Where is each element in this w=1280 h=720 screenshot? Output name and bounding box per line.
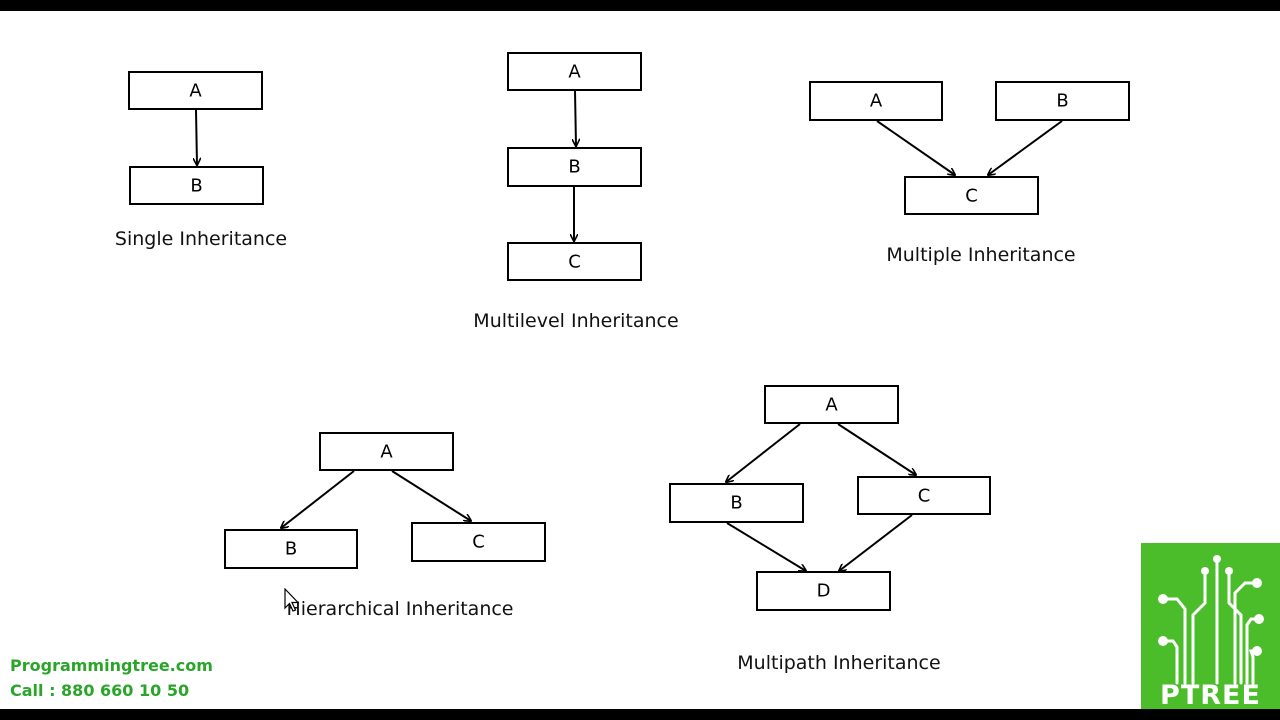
logo-text: PTREE	[1160, 680, 1261, 711]
edge-multipath-a-to-c	[837, 423, 916, 475]
node-label: B	[285, 539, 297, 560]
edge-multiple-b-to-c	[988, 120, 1063, 175]
node-label: C	[918, 486, 931, 507]
node-label: C	[965, 186, 978, 207]
node-label: A	[189, 81, 202, 102]
node-label: A	[568, 62, 581, 83]
node-label: D	[817, 581, 831, 602]
top-letterbox-bar	[0, 0, 1280, 11]
node-label: B	[568, 157, 580, 178]
caption-single-inheritance: Single Inheritance	[115, 228, 287, 250]
caption-hierarchical-inheritance: Hierarchical Inheritance	[286, 598, 513, 620]
mouse-cursor-icon	[284, 588, 300, 612]
multilevel-node-b: B	[507, 147, 642, 187]
caption-multiple-inheritance: Multiple Inheritance	[886, 244, 1075, 266]
edge-multilevel-a-to-b	[575, 90, 576, 146]
node-label: C	[568, 252, 581, 273]
multipath-inheritance-diagram: A B C D Multipath Inheritance	[669, 385, 991, 674]
caption-multilevel-inheritance: Multilevel Inheritance	[473, 310, 678, 332]
node-label: A	[380, 442, 393, 463]
edge-single-a-to-b	[196, 109, 197, 165]
multiple-node-b: B	[995, 81, 1130, 121]
node-label: C	[472, 532, 485, 553]
single-node-b: B	[129, 166, 264, 205]
single-inheritance-diagram: A B Single Inheritance	[115, 71, 287, 250]
hierarchical-node-a: A	[319, 432, 454, 471]
circuit-tree-icon	[1158, 555, 1264, 685]
multipath-node-c: C	[857, 476, 991, 515]
node-label: A	[870, 91, 883, 112]
node-label: B	[190, 176, 202, 197]
hierarchical-inheritance-diagram: A B C Hierarchical Inheritance	[224, 432, 546, 620]
edge-multipath-c-to-d	[839, 514, 913, 571]
multilevel-node-a: A	[507, 52, 642, 91]
multilevel-node-c: C	[507, 242, 642, 281]
multiple-node-a: A	[809, 81, 943, 121]
multipath-node-d: D	[756, 571, 891, 611]
ptree-logo: PTREE	[1141, 543, 1280, 711]
footer-call: Call : 880 660 10 50	[10, 681, 190, 700]
hierarchical-node-c: C	[411, 522, 546, 562]
edge-multipath-b-to-d	[726, 522, 806, 571]
footer-website: Programmingtree.com	[10, 656, 213, 675]
multiple-inheritance-diagram: A B C Multiple Inheritance	[809, 81, 1130, 266]
edge-multiple-a-to-c	[876, 120, 955, 175]
node-label: A	[825, 395, 838, 416]
node-label: B	[1056, 91, 1068, 112]
bottom-letterbox-bar	[0, 709, 1280, 720]
edge-multipath-a-to-b	[726, 423, 801, 482]
hierarchical-node-b: B	[224, 529, 358, 569]
multipath-node-b: B	[669, 483, 804, 523]
multilevel-inheritance-diagram: A B C Multilevel Inheritance	[473, 52, 679, 332]
node-label: B	[730, 493, 742, 514]
edge-hierarchical-a-to-c	[391, 470, 471, 521]
multipath-node-a: A	[764, 385, 899, 424]
multiple-node-c: C	[904, 176, 1039, 215]
single-node-a: A	[128, 71, 263, 110]
caption-multipath-inheritance: Multipath Inheritance	[737, 652, 940, 674]
edge-hierarchical-a-to-b	[281, 470, 355, 528]
